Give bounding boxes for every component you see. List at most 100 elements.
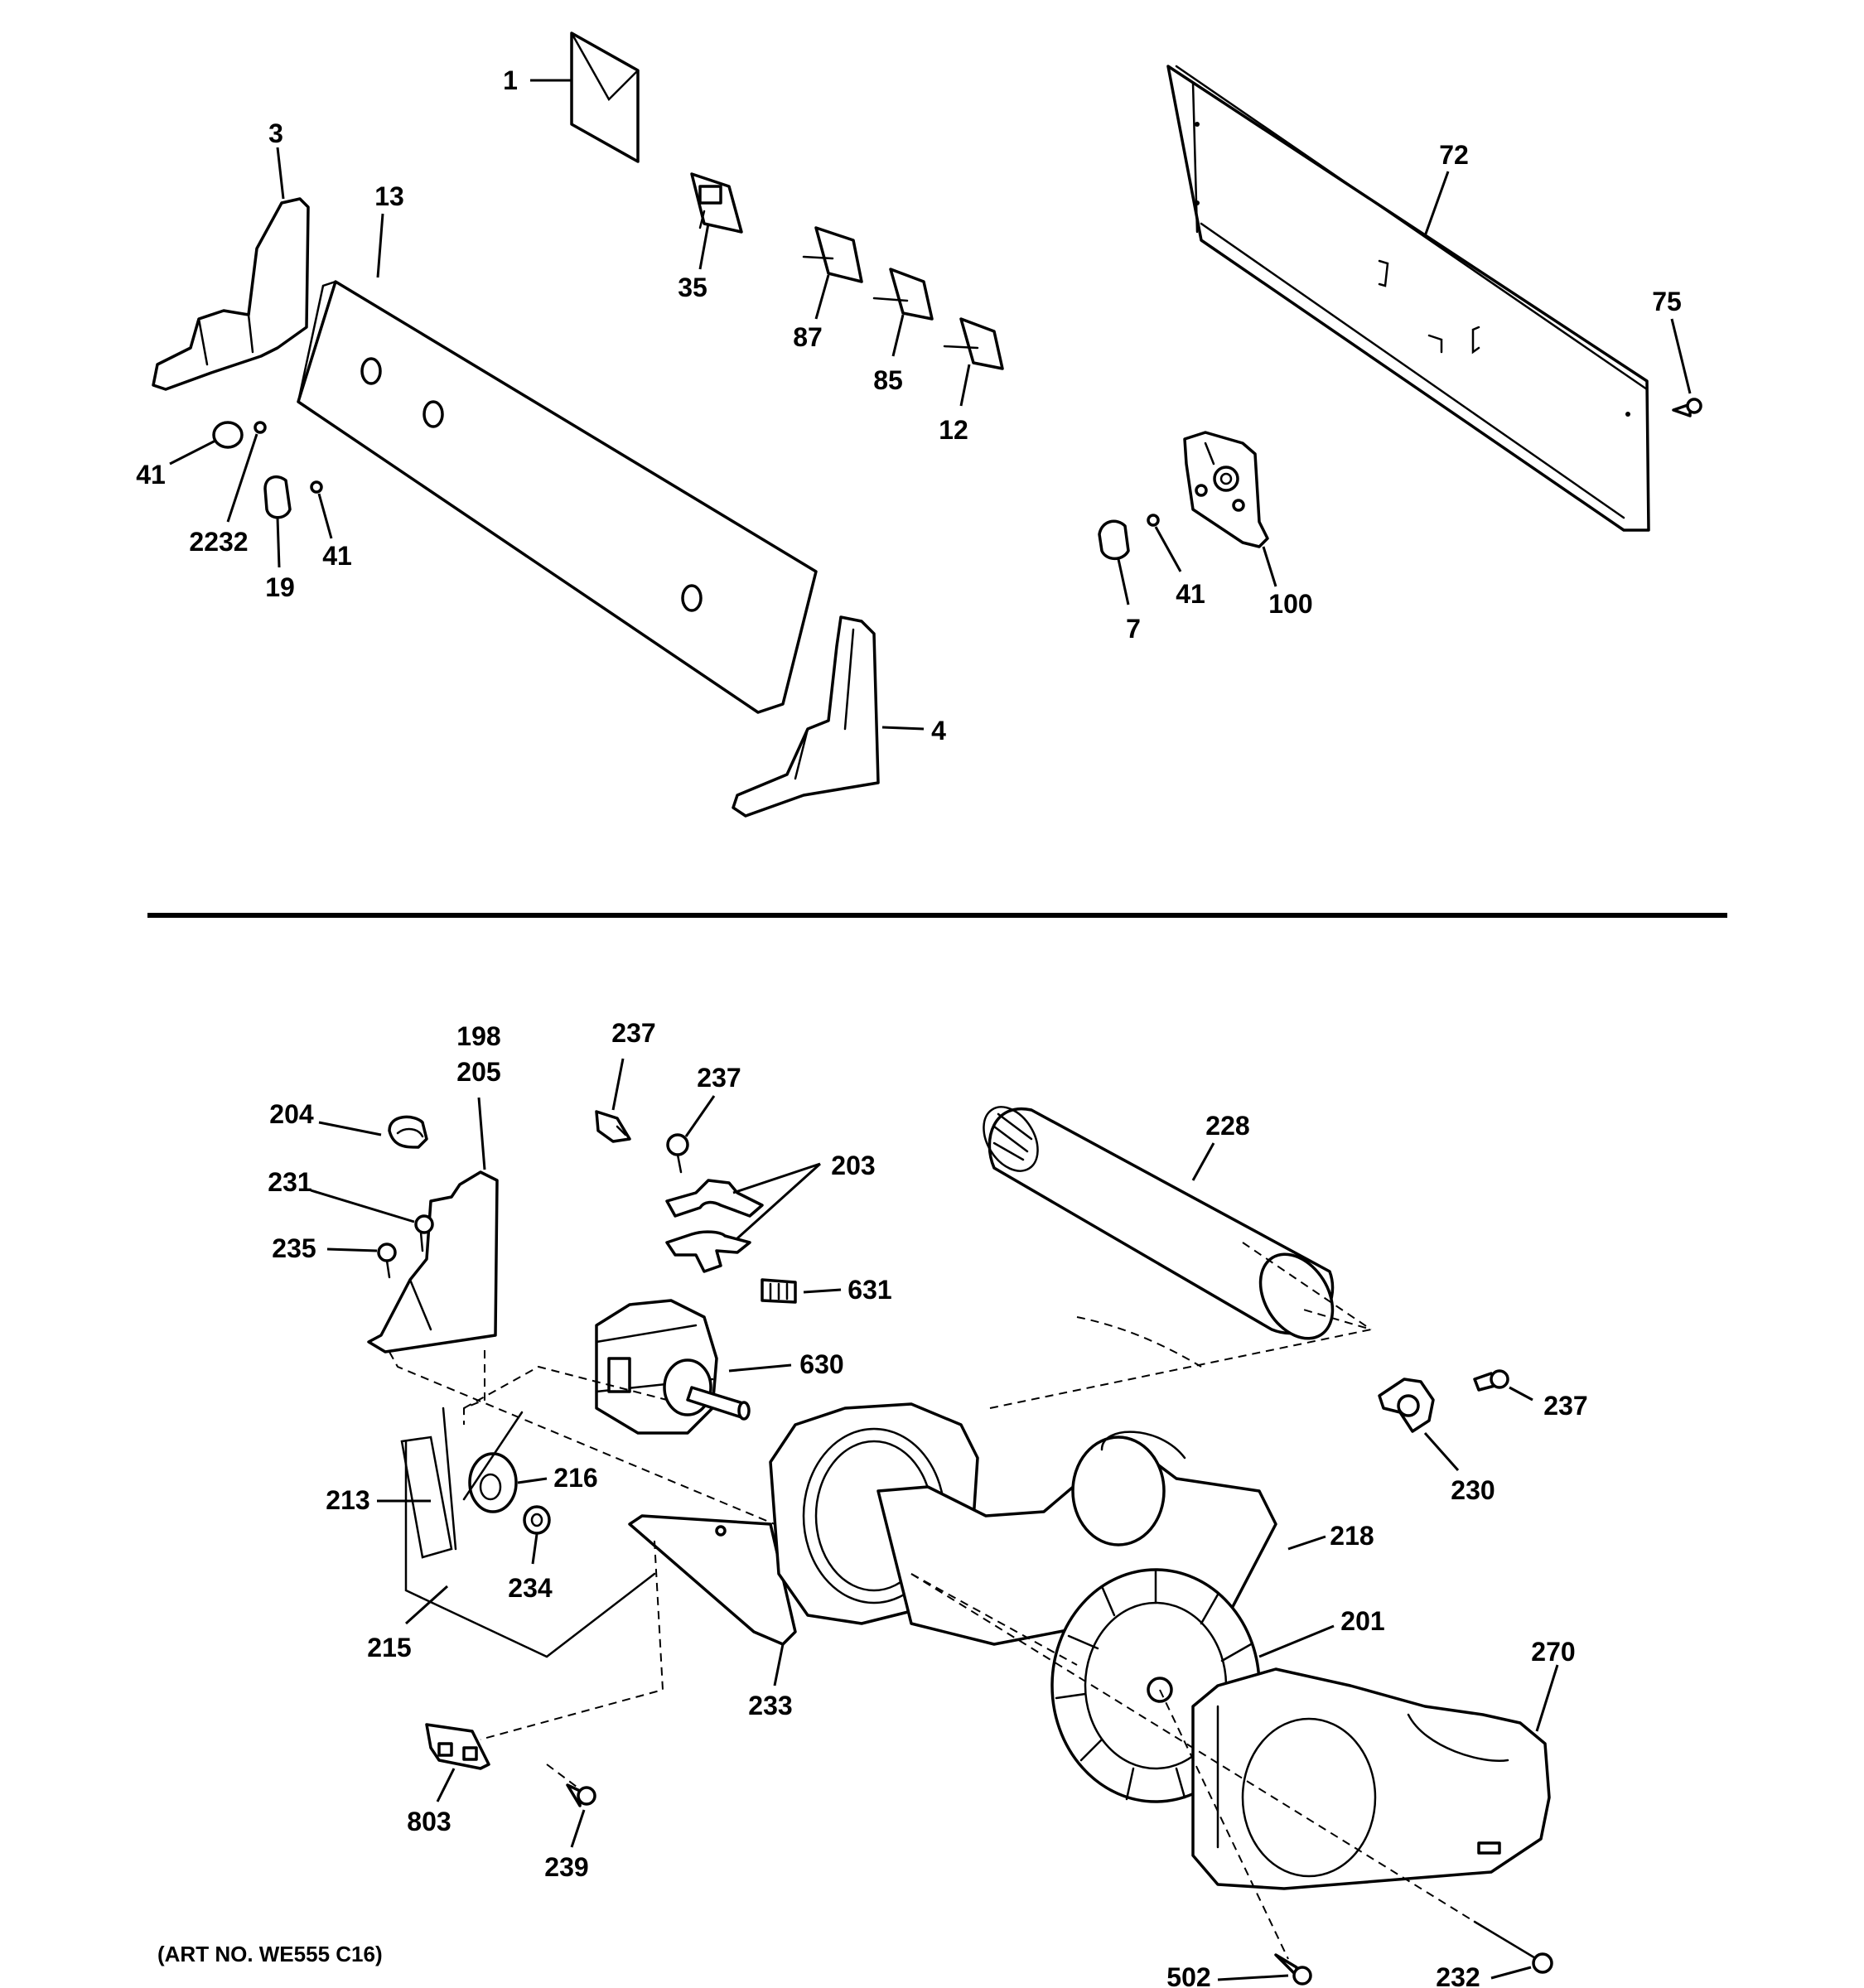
part-216-idler-pulley [462,1411,524,1513]
label-19: 19 [265,572,295,602]
part-12-switch [943,317,1004,370]
leader-235 [326,1247,378,1252]
label-237b: 237 [697,1063,741,1093]
part-7-knob [1098,519,1130,561]
part-203-clamp-lower [665,1230,751,1273]
part-35-switch [690,172,743,234]
label-41b: 41 [322,541,352,571]
label-100: 100 [1268,589,1312,619]
part-630-drive-motor [595,1299,751,1435]
leader-41a [169,439,216,466]
leader-3 [276,147,285,200]
leader-630 [728,1363,792,1373]
label-3: 3 [268,118,283,148]
label-218: 218 [1330,1521,1374,1551]
label-12: 12 [939,415,968,445]
part-235-screw [377,1242,397,1279]
leader-75 [1670,318,1692,394]
leader-216 [517,1477,548,1484]
leader-228 [1191,1142,1215,1181]
part-231-screw [414,1214,434,1252]
label-239: 239 [544,1852,588,1882]
leader-203 [732,1162,822,1240]
leader-502 [1217,1974,1289,1981]
part-205-motor-mount [367,1170,499,1353]
leader-2232 [226,433,258,523]
part-19-knob [263,475,292,519]
label-35: 35 [678,273,707,302]
leader-631 [803,1288,842,1294]
part-213-drive-belt [400,1407,457,1559]
label-235: 235 [272,1233,316,1263]
part-270-blower-cover [1191,1667,1551,1890]
label-502: 502 [1166,1962,1210,1988]
label-630: 630 [799,1349,843,1379]
leader-205 [477,1097,486,1170]
assembly-lines [389,1242,1475,1960]
leader-803 [436,1768,456,1802]
leader-35 [698,223,710,270]
part-228-exhaust-duct [983,1106,1335,1340]
part-2232-clip [254,421,267,434]
part-803-thermal-fuse [425,1723,490,1770]
label-231: 231 [268,1167,311,1197]
part-85-switch [872,268,934,321]
part-3-end-cap-left [152,197,310,391]
part-75-screw [1672,398,1702,417]
label-204: 204 [269,1099,314,1129]
label-270: 270 [1531,1637,1575,1667]
label-203: 203 [831,1151,875,1180]
label-233: 233 [748,1691,792,1720]
leader-270 [1535,1664,1559,1732]
label-2232: 2232 [189,527,248,557]
part-230-thermostat [1378,1378,1435,1433]
leader-87 [814,274,830,320]
label-215: 215 [367,1633,411,1662]
label-7: 7 [1126,614,1141,644]
label-234: 234 [508,1573,553,1603]
part-4-end-cap-right [732,615,880,818]
label-205: 205 [456,1057,500,1087]
label-41c: 41 [1176,579,1205,609]
label-87: 87 [793,322,823,352]
art-number: (ART NO. WE555 C16) [157,1942,383,1966]
label-237c: 237 [1543,1391,1587,1421]
leader-237b [684,1095,716,1137]
label-228: 228 [1205,1111,1249,1141]
label-85: 85 [873,365,903,395]
leader-239 [570,1809,586,1848]
part-41-knob [212,421,244,449]
leader-231 [310,1189,415,1223]
leader-230 [1423,1432,1460,1471]
part-41-clip [310,480,323,494]
leader-234 [531,1533,538,1565]
leader-7 [1117,558,1130,606]
label-41a: 41 [136,460,166,490]
leader-232 [1490,1966,1532,1980]
part-203-clamp-upper [665,1179,764,1218]
part-631-connector [761,1278,797,1304]
part-234-pulley-bearing [523,1505,551,1535]
leader-204 [318,1121,382,1136]
leader-100 [1262,546,1277,587]
label-13: 13 [374,181,404,211]
label-216: 216 [553,1463,597,1493]
label-237a: 237 [611,1018,655,1048]
leader-19 [276,517,281,568]
label-803: 803 [407,1807,451,1836]
part-13-control-panel [297,280,818,714]
part-87-switch [802,226,863,283]
leader-237c [1509,1386,1533,1402]
part-237-screw-a [595,1110,631,1143]
part-215-idler-arm [404,1440,656,1658]
leader-218 [1287,1535,1326,1551]
leader-237a [611,1058,625,1111]
label-213: 213 [326,1485,369,1515]
leader-201 [1258,1624,1335,1658]
leader-4 [881,726,925,731]
label-75: 75 [1652,287,1682,316]
label-4: 4 [931,716,946,746]
part-204-clamp [388,1115,428,1149]
